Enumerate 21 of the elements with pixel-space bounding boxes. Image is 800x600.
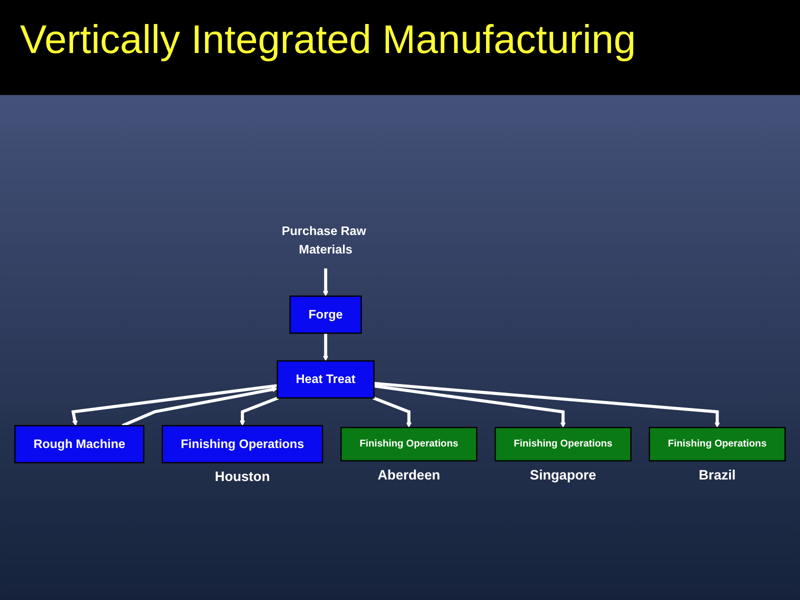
arrow <box>322 268 328 296</box>
title: Vertically Integrated Manufacturing <box>20 18 636 63</box>
node-box: Forge <box>289 295 362 334</box>
location-label: Brazil <box>698 467 736 482</box>
arrow <box>374 382 720 428</box>
node-box: Heat Treat <box>276 360 375 398</box>
arrow <box>122 386 278 427</box>
node-box: Finishing Operations <box>494 426 632 462</box>
node-box: Finishing Operations <box>162 424 324 464</box>
arrow <box>374 384 566 428</box>
arrow <box>372 396 412 428</box>
node-box: Finishing Operations <box>340 426 478 462</box>
node-box: Finishing Operations <box>648 426 786 462</box>
node-box: Rough Machine <box>14 424 144 464</box>
location-label: Aberdeen <box>378 467 440 482</box>
arrow <box>71 384 278 426</box>
arrow <box>240 396 279 426</box>
node-text: Purchase Raw Materials <box>282 224 366 257</box>
location-label: Houston <box>214 469 270 484</box>
location-label: Singapore <box>530 467 596 482</box>
arrow <box>322 333 328 361</box>
